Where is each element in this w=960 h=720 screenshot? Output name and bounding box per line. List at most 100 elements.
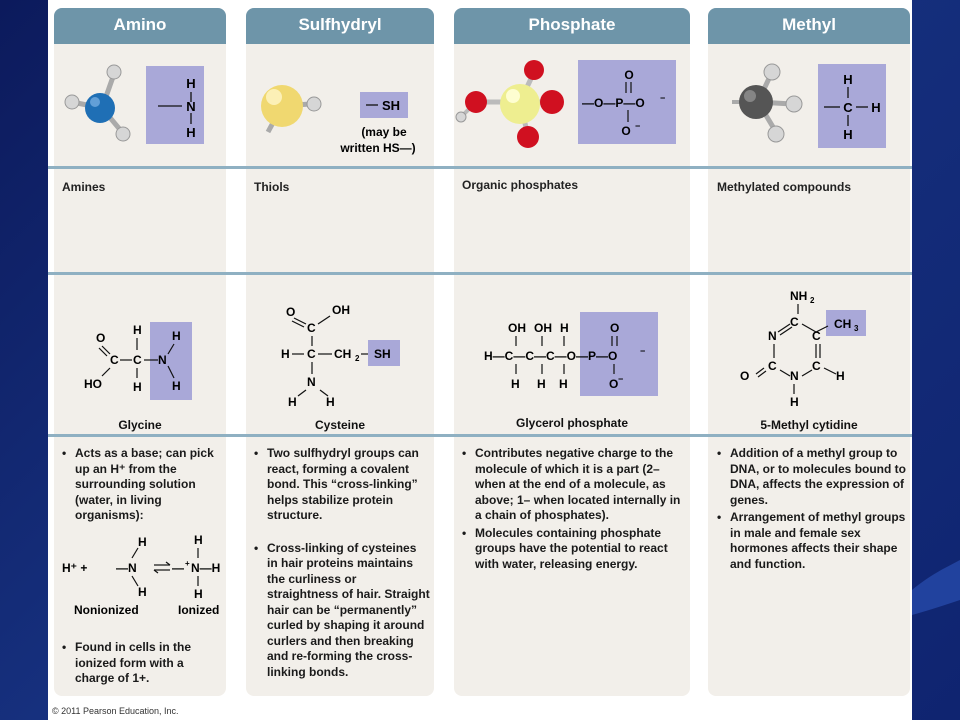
svg-text:C: C: [843, 100, 853, 115]
svg-text:H: H: [843, 72, 852, 87]
note-item: Addition of a methyl group to DNA, or to…: [717, 446, 907, 508]
label-ionized: Ionized: [178, 603, 219, 617]
methyl-ball-model-icon: [732, 63, 803, 143]
sulfhydryl-alt-note-line2: written HS—): [339, 141, 415, 155]
svg-text:O: O: [621, 124, 630, 138]
note-item: Acts as a base; can pick up an H⁺ from t…: [62, 446, 220, 524]
svg-text:2: 2: [810, 296, 815, 305]
svg-text:H: H: [138, 535, 147, 549]
svg-text:C: C: [812, 329, 821, 343]
methyl-cytidine-structure: NH 2 C CH 3 C C H N C O N: [740, 289, 866, 409]
svg-text:N: N: [790, 369, 799, 383]
svg-text:H: H: [511, 377, 520, 391]
svg-text:OH: OH: [534, 321, 552, 335]
svg-text:−: −: [660, 93, 665, 103]
svg-text:CH: CH: [334, 347, 351, 361]
row-models: H N H SH (may be written HS—): [64, 60, 886, 155]
svg-text:H: H: [133, 323, 142, 337]
note-item: Two sulfhydryl groups can react, forming…: [254, 446, 430, 524]
phosphate-formula-highlight: [578, 60, 676, 144]
svg-text:H: H: [172, 379, 181, 393]
notes-methyl: Addition of a methyl group to DNA, or to…: [717, 446, 907, 581]
column-header-sulfhydryl: Sulfhydryl: [246, 8, 434, 44]
sulfhydryl-ball-model-icon: [261, 85, 322, 134]
label-nonionized: Nonionized: [74, 603, 139, 617]
methyl-formula-highlight: [818, 64, 886, 148]
svg-text:O: O: [609, 377, 618, 391]
column-header-methyl: Methyl: [708, 8, 910, 44]
svg-text:O: O: [286, 305, 295, 319]
compound-class-methylated: Methylated compounds: [717, 180, 852, 194]
notes-amino: Acts as a base; can pick up an H⁺ from t…: [62, 446, 220, 533]
svg-text:H: H: [560, 321, 569, 335]
glycerol-phosphate-structure: OH OH H H—C—C—C—O—P—O − H H H O O −: [484, 312, 658, 396]
sulfhydryl-alt-note-line1: (may be: [361, 125, 407, 139]
svg-text:H: H: [281, 347, 290, 361]
svg-text:C: C: [812, 359, 821, 373]
svg-text:H: H: [288, 395, 297, 409]
svg-text:O: O: [624, 68, 633, 82]
example-glycerol-phosphate: Glycerol phosphate: [515, 416, 629, 430]
example-methyl-cytidine: 5-Methyl cytidine: [760, 418, 858, 432]
svg-text:C: C: [307, 347, 316, 361]
svg-text:H: H: [326, 395, 335, 409]
svg-text:N—H: N—H: [191, 561, 220, 575]
svg-text:H: H: [138, 585, 147, 599]
svg-text:H: H: [559, 377, 568, 391]
svg-text:O: O: [96, 331, 105, 345]
phosphate-ball-model-icon: [455, 60, 564, 148]
note-item: Found in cells in the ionized form with …: [62, 640, 220, 687]
amino-formula-h-bottom: H: [186, 125, 195, 140]
svg-text:HO: HO: [84, 377, 102, 391]
compound-class-thiols: Thiols: [254, 180, 290, 194]
row-divider: [48, 272, 912, 275]
svg-text:O: O: [610, 321, 619, 335]
svg-text:−: −: [640, 346, 645, 356]
svg-text:+: +: [185, 559, 190, 568]
sulfhydryl-formula-sh: SH: [382, 98, 400, 113]
note-item: Molecules containing phosphate groups ha…: [462, 526, 684, 573]
notes-sulfhydryl: Two sulfhydryl groups can react, forming…: [254, 446, 430, 689]
svg-text:H: H: [194, 587, 203, 601]
svg-text:—: —: [172, 561, 184, 575]
amino-formula-h-top: H: [186, 76, 195, 91]
note-item: Contributes negative charge to the molec…: [462, 446, 684, 524]
svg-text:H: H: [172, 329, 181, 343]
svg-text:−: −: [618, 374, 623, 384]
svg-text:H: H: [836, 369, 845, 383]
column-header-amino: Amino: [54, 8, 226, 44]
notes-amino-2: Found in cells in the ionized form with …: [62, 640, 220, 696]
note-item: Cross-linking of cysteines in hair prote…: [254, 541, 430, 681]
compound-class-amines: Amines: [62, 180, 106, 194]
svg-text:H: H: [133, 380, 142, 394]
figure-slide: Amino Sulfhydryl Phosphate Methyl H N H: [48, 0, 912, 720]
svg-text:H—C—C—C—O—P—O: H—C—C—C—O—P—O: [484, 349, 617, 363]
svg-text:C: C: [133, 353, 142, 367]
row-divider: [48, 434, 912, 437]
cysteine-structure: O OH C H C CH 2 SH N H H: [281, 303, 400, 409]
svg-text:3: 3: [854, 324, 859, 333]
svg-text:SH: SH: [374, 347, 391, 361]
svg-text:OH: OH: [332, 303, 350, 317]
svg-text:C: C: [307, 321, 316, 335]
compound-class-organic-phosphates: Organic phosphates: [462, 178, 579, 192]
svg-text:C: C: [790, 315, 799, 329]
amino-ionization-equation: H⁺ + —N H H — + N—H H H Nonionized Ioniz…: [62, 533, 220, 617]
svg-text:OH: OH: [508, 321, 526, 335]
svg-text:N: N: [768, 329, 777, 343]
svg-text:N: N: [158, 353, 167, 367]
note-item: Arrangement of methyl groups in male and…: [717, 510, 907, 572]
svg-text:—O—P—O: —O—P—O: [582, 96, 645, 110]
svg-text:C: C: [768, 359, 777, 373]
row-divider: [48, 166, 912, 169]
example-glycine: Glycine: [118, 418, 162, 432]
amino-formula-n: N: [186, 99, 195, 114]
svg-text:H: H: [790, 395, 799, 409]
svg-text:H: H: [537, 377, 546, 391]
svg-text:H: H: [843, 127, 852, 142]
amino-ball-model-icon: [64, 64, 131, 142]
amino-formula-highlight: [146, 66, 204, 144]
svg-text:H: H: [194, 533, 203, 547]
svg-text:−: −: [635, 121, 640, 131]
